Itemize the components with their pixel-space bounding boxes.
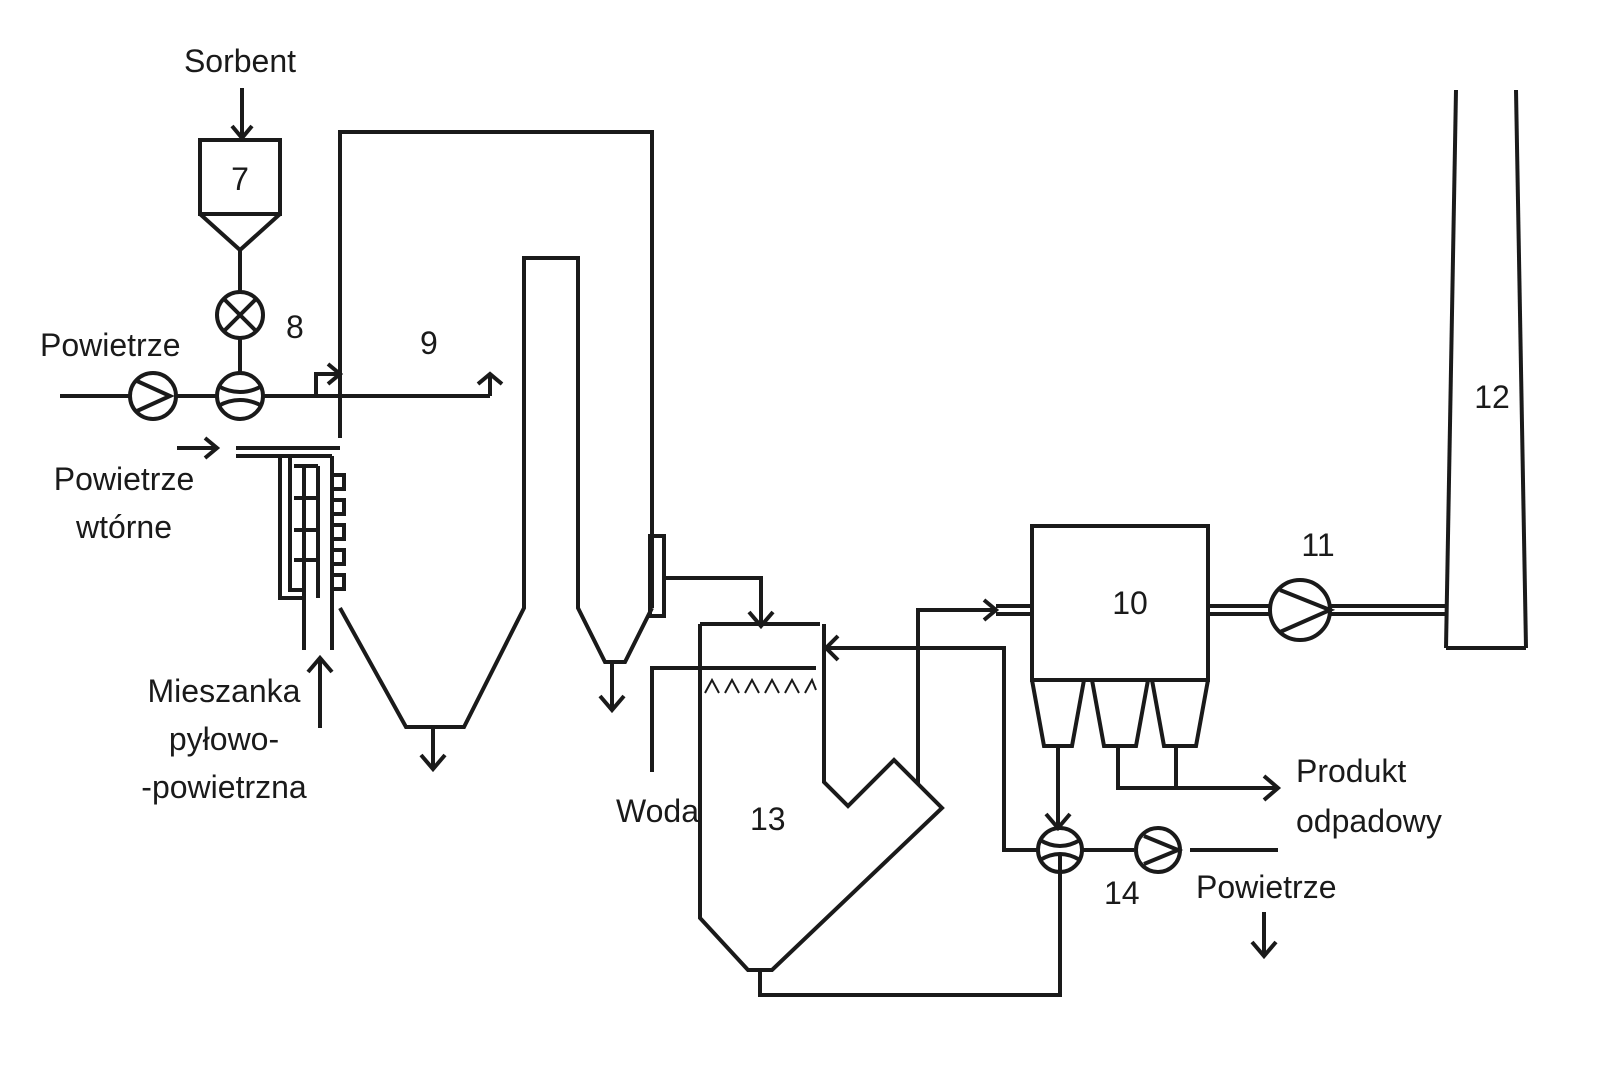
secondary-air-label-line2: wtórne	[75, 509, 172, 545]
sorbent-hopper-7	[198, 88, 282, 292]
mixture-label-line3: -powietrzna	[141, 769, 307, 805]
fan-11	[1208, 578, 1446, 642]
number-9: 9	[420, 325, 438, 361]
number-14: 14	[1104, 875, 1140, 911]
air-right-label: Powietrze	[1196, 869, 1337, 905]
water-label: Woda	[616, 793, 699, 829]
sorbent-label: Sorbent	[184, 43, 296, 79]
secondary-air-label-line1: Powietrze	[54, 461, 195, 497]
number-7: 7	[231, 161, 249, 197]
burner-assembly	[177, 436, 346, 728]
mixture-label-line1: Mieszanka	[148, 673, 301, 709]
spray-absorber-13	[650, 598, 1062, 997]
stack-12	[1444, 89, 1528, 650]
number-12: 12	[1474, 379, 1510, 415]
product-label-line2: odpadowy	[1296, 803, 1442, 839]
recycle-line	[823, 634, 1038, 852]
number-10: 10	[1112, 585, 1148, 621]
number-11: 11	[1301, 527, 1334, 563]
product-label-line1: Produkt	[1296, 753, 1406, 789]
mixture-label-line2: pyłowo-	[169, 721, 279, 757]
boiler-furnace-9	[338, 130, 775, 773]
number-8: 8	[286, 309, 304, 345]
bag-filter-10	[1030, 524, 1282, 832]
feeder-14	[1036, 826, 1278, 960]
primary-air-line	[60, 362, 504, 421]
rotary-valve-8	[215, 290, 265, 373]
primary-air-label: Powietrze	[40, 327, 181, 363]
number-13: 13	[750, 801, 786, 837]
